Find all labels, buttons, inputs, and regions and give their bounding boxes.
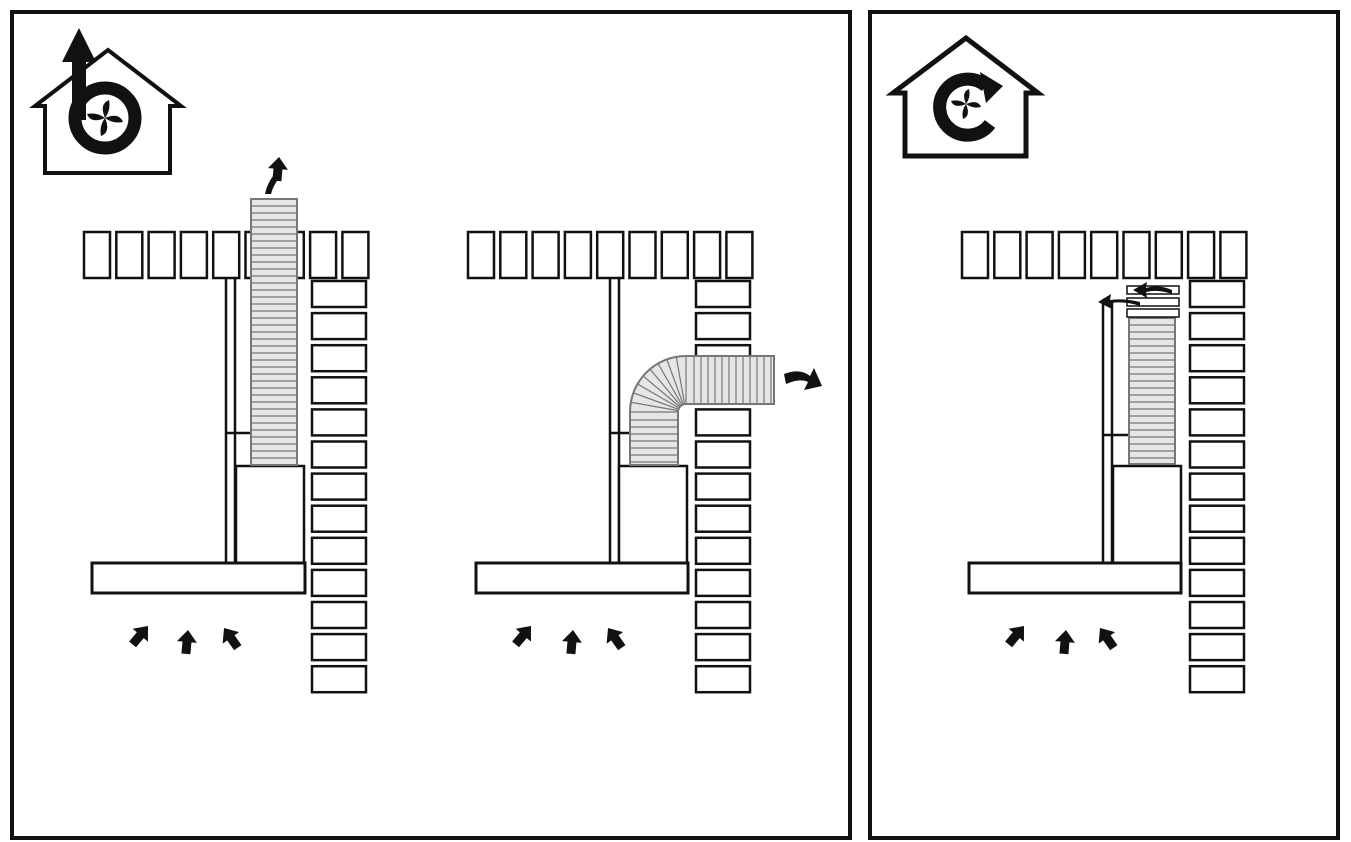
wall-brick xyxy=(694,632,752,662)
wall-brick xyxy=(1188,311,1246,341)
ceiling-brick xyxy=(499,230,528,280)
duct-rib xyxy=(666,359,684,405)
hood-canopy xyxy=(474,561,690,595)
wall-brick xyxy=(694,472,752,501)
ceiling-brick xyxy=(531,230,560,280)
wall-brick xyxy=(694,408,752,437)
wall-brick xyxy=(694,568,752,598)
ceiling-brick xyxy=(563,230,593,280)
duct-rib xyxy=(657,363,683,406)
ceiling-bricks xyxy=(82,230,370,280)
recirculation-outlet-arrows xyxy=(1098,282,1172,309)
flexible-duct xyxy=(1128,317,1176,465)
wall-brick xyxy=(694,504,752,533)
ceiling-brick xyxy=(1089,230,1119,280)
ceiling-brick xyxy=(115,230,144,280)
wall-brick xyxy=(1188,279,1246,309)
ceiling-brick xyxy=(1154,230,1184,280)
hood-body xyxy=(234,464,306,565)
ceiling-brick xyxy=(1025,230,1054,280)
ceiling-brick xyxy=(1186,230,1216,280)
ceiling-brick xyxy=(211,230,241,280)
ceiling-brick xyxy=(1219,230,1248,280)
wall-brick xyxy=(1188,600,1246,630)
ceiling-brick xyxy=(1057,230,1087,280)
hood-body xyxy=(617,464,689,565)
installation-vertical-duct xyxy=(82,156,370,694)
installation-recirculation xyxy=(960,230,1248,694)
house-fan-recirculate-icon xyxy=(885,34,1046,159)
exhaust-arrow xyxy=(265,156,289,194)
ceiling-brick xyxy=(179,230,209,280)
wall-brick xyxy=(694,311,752,341)
wall-brick xyxy=(310,440,368,469)
ceiling-brick xyxy=(660,230,690,280)
wall-brick xyxy=(310,664,368,694)
duct-rib xyxy=(642,375,681,408)
hood-body xyxy=(1111,464,1183,565)
duct-rib xyxy=(633,392,679,410)
wall-bricks xyxy=(694,279,752,694)
wall-brick xyxy=(1188,664,1246,694)
wall-brick xyxy=(1188,376,1246,405)
flexible-duct xyxy=(250,198,298,466)
wall-brick xyxy=(310,408,368,437)
wall-brick xyxy=(310,376,368,405)
ceiling-brick xyxy=(595,230,625,280)
installation-elbow-duct xyxy=(466,230,822,694)
wall-brick xyxy=(1188,632,1246,662)
wall-brick xyxy=(310,279,368,309)
wall-brick xyxy=(694,536,752,566)
wall-brick xyxy=(310,600,368,630)
duct-rib xyxy=(649,368,682,407)
wall-brick xyxy=(310,568,368,598)
ceiling-brick xyxy=(692,230,722,280)
hood-canopy xyxy=(90,561,307,595)
wall-brick xyxy=(310,536,368,566)
ceiling-brick xyxy=(341,230,370,280)
wall-brick xyxy=(310,472,368,501)
wall-brick xyxy=(310,504,368,533)
wall-brick xyxy=(1188,408,1246,437)
house-fan-exhaust-icon xyxy=(29,28,187,175)
wall-bricks xyxy=(1188,279,1246,694)
wall-brick xyxy=(694,440,752,469)
wall-bricks xyxy=(310,279,368,694)
wall-brick xyxy=(1188,343,1246,373)
duct-rib xyxy=(637,383,680,409)
wall-brick xyxy=(1188,504,1246,533)
wall-brick xyxy=(1188,568,1246,598)
wall-brick xyxy=(1188,536,1246,566)
wall-brick xyxy=(694,664,752,694)
wall-brick xyxy=(310,632,368,662)
ceiling-brick xyxy=(82,230,112,280)
wall-brick xyxy=(1188,472,1246,501)
ceiling-brick xyxy=(466,230,496,280)
ceiling-bricks xyxy=(466,230,754,280)
hood-canopy xyxy=(967,561,1183,595)
duct-rib xyxy=(675,356,686,405)
ceiling-brick xyxy=(960,230,990,280)
ceiling-bricks xyxy=(960,230,1248,280)
wall-brick xyxy=(1188,440,1246,469)
wall-brick xyxy=(310,343,368,373)
exhaust-arrow xyxy=(784,368,822,390)
ceiling-brick xyxy=(147,230,176,280)
ceiling-brick xyxy=(993,230,1022,280)
ceiling-brick xyxy=(628,230,657,280)
wall-brick xyxy=(694,279,752,309)
flexible-duct-elbow xyxy=(629,355,775,466)
wall-brick xyxy=(310,311,368,341)
wall-brick xyxy=(694,600,752,630)
ceiling-brick xyxy=(1122,230,1151,280)
ceiling-brick xyxy=(308,230,338,280)
ceiling-brick xyxy=(725,230,754,280)
duct-rib xyxy=(630,401,679,412)
